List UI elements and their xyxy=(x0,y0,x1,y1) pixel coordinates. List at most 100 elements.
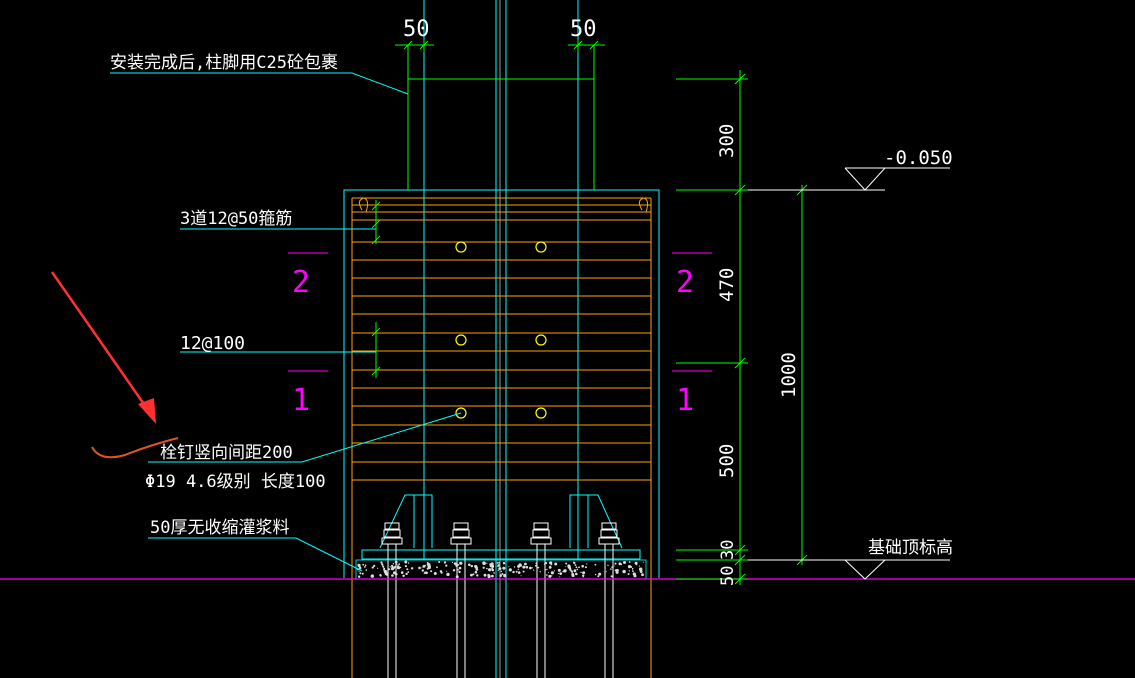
grout-speck xyxy=(427,565,431,569)
grout-speck xyxy=(482,561,486,565)
shear-stud xyxy=(455,241,467,253)
grout-speck xyxy=(394,560,398,564)
grout-layer xyxy=(355,559,647,580)
grout-speck xyxy=(496,562,499,564)
stirrup-lines xyxy=(352,204,651,481)
grout-speck xyxy=(458,570,461,574)
grout-speck xyxy=(508,568,512,572)
grout-speck xyxy=(370,574,374,578)
grout-speck xyxy=(410,567,414,570)
upper-encasement xyxy=(407,45,595,190)
grout-speck xyxy=(496,565,499,567)
grout-speck xyxy=(396,565,400,568)
grout-speck xyxy=(371,566,374,569)
grout-speck xyxy=(522,570,525,573)
grout-speck xyxy=(548,566,552,569)
grout-speck xyxy=(394,572,398,576)
grout-speck xyxy=(553,570,556,572)
grout-speck xyxy=(582,576,584,578)
grout-speck xyxy=(489,574,491,576)
grout-speck xyxy=(446,570,448,572)
grout-speck xyxy=(617,569,619,571)
grout-speck xyxy=(515,570,518,573)
shear-studs xyxy=(455,241,547,419)
grout-speck xyxy=(391,565,394,568)
grout-speck xyxy=(499,574,503,577)
grout-speck xyxy=(575,572,578,576)
steel-column xyxy=(423,0,579,678)
grout-speck xyxy=(524,562,527,566)
section-mark-right-1: 1 xyxy=(676,383,694,418)
grout-speck xyxy=(550,575,553,577)
grout-speck xyxy=(498,567,502,570)
grout-speck xyxy=(573,562,576,565)
grout-speck xyxy=(639,567,643,571)
grout-speck xyxy=(604,568,606,570)
grout-speck xyxy=(423,572,426,574)
grout-speck xyxy=(436,566,438,569)
grout-speck xyxy=(389,566,391,568)
grout-speck xyxy=(627,573,630,575)
grout-speck xyxy=(570,570,573,573)
grout-speck xyxy=(544,562,548,565)
grout-speck xyxy=(501,573,504,575)
grout-speck xyxy=(634,574,636,577)
grout-speck xyxy=(455,575,459,579)
grout-speck xyxy=(388,568,391,571)
grout-speck xyxy=(377,567,379,569)
dim-30: 30 xyxy=(718,540,738,560)
grout-speck xyxy=(529,566,532,570)
grout-speck xyxy=(491,574,494,578)
grout-speck xyxy=(606,571,607,573)
shear-stud xyxy=(455,334,467,346)
grout-speck xyxy=(406,568,409,571)
grout-speck xyxy=(594,573,597,576)
grout-speck xyxy=(495,562,497,564)
grout-speck xyxy=(550,571,555,575)
red-arrow-annotation xyxy=(50,271,156,424)
grout-speck xyxy=(457,569,459,571)
grout-speck xyxy=(597,575,600,578)
grout-speck xyxy=(517,571,521,574)
elevation-marker-foundation xyxy=(844,559,950,580)
anchor-bolt xyxy=(450,522,472,678)
grout-speck xyxy=(575,566,578,569)
grout-speck xyxy=(543,563,546,565)
grout-speck xyxy=(453,562,457,565)
grout-speck xyxy=(446,572,450,577)
grout-speck xyxy=(392,563,395,565)
grout-speck xyxy=(373,564,376,568)
grout-speck xyxy=(643,561,645,563)
grout-speck xyxy=(503,573,507,578)
grout-speck xyxy=(426,563,429,566)
grout-speck xyxy=(518,563,522,567)
grout-speck xyxy=(627,565,632,569)
shear-stud xyxy=(535,407,547,419)
section-mark-left-1: 1 xyxy=(292,383,310,418)
grout-speck xyxy=(586,563,588,565)
dim-top-right-50: 50 xyxy=(570,17,597,42)
grout-speck xyxy=(428,563,431,566)
grout-speck xyxy=(488,568,492,572)
stud-spacing-note: 栓钉竖向间距200 xyxy=(160,443,293,463)
grout-speck xyxy=(421,569,424,572)
grout-speck xyxy=(452,569,456,572)
grout-speck xyxy=(386,574,388,576)
grout-speck xyxy=(569,568,572,572)
section-mark-left-2: 2 xyxy=(292,265,310,300)
grout-speck xyxy=(487,574,491,579)
grout-speck xyxy=(391,574,394,577)
grout-speck xyxy=(641,573,644,577)
grout-speck xyxy=(623,561,626,564)
grout-speck xyxy=(443,561,447,564)
grout-speck xyxy=(384,568,385,570)
grout-speck xyxy=(535,564,537,567)
section-mark-right-2: 2 xyxy=(676,265,694,300)
grout-speck xyxy=(618,562,622,566)
grout-speck xyxy=(476,574,479,577)
grout-speck xyxy=(445,564,448,567)
grout-speck xyxy=(422,565,425,568)
grout-speck xyxy=(430,570,433,572)
grout-speck xyxy=(405,572,408,576)
grout-speck xyxy=(418,566,421,570)
